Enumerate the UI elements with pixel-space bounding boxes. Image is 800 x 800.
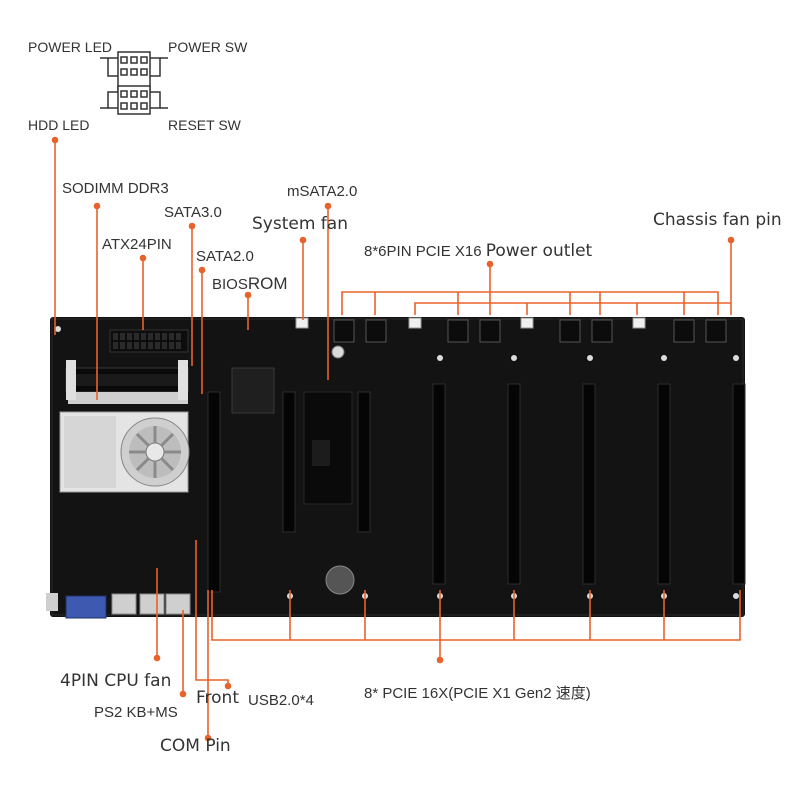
pcie-6pin-connectors	[333, 319, 727, 343]
label-com-pin: COM Pin	[160, 736, 231, 756]
leader-lines	[51, 136, 741, 742]
fan-headers	[295, 317, 646, 329]
label-hdd-led: HDD LED	[28, 117, 90, 133]
label-sata3: SATA3.0	[164, 204, 222, 221]
label-chassis-fan: Chassis fan pin	[653, 210, 782, 230]
pcie-x16-slots	[207, 383, 746, 593]
label-atx24: ATX24PIN	[102, 236, 172, 253]
atx24-connector	[109, 329, 189, 353]
sodimm-slot	[65, 360, 189, 404]
front-panel-header	[100, 51, 168, 115]
label-reset-sw: RESET SW	[168, 117, 241, 133]
label-pcie-power: 8*6PIN PCIE X16 Power outlet	[364, 241, 593, 261]
rear-io	[46, 593, 191, 619]
label-usb: USB2.0*4	[248, 692, 314, 709]
msata-slot	[303, 345, 353, 505]
label-sata2: SATA2.0	[196, 248, 254, 265]
label-pcie-slots: 8* PCIE 16X(PCIE X1 Gen2 速度)	[364, 685, 591, 702]
label-front: Front	[196, 688, 239, 708]
label-power-led: POWER LED	[28, 39, 113, 55]
label-sodimm: SODIMM DDR3	[62, 180, 169, 197]
label-power-sw: POWER SW	[168, 39, 248, 55]
label-biosrom: BIOSROM	[212, 274, 288, 293]
mounting-holes	[55, 326, 739, 599]
label-cpu-fan: 4PIN CPU fan	[60, 671, 172, 691]
label-system-fan: System fan	[252, 214, 348, 234]
cpu-heatsink	[59, 411, 190, 493]
label-ps2: PS2 KB+MS	[94, 704, 178, 721]
cmos-battery	[325, 565, 355, 595]
label-msata: mSATA2.0	[287, 183, 358, 200]
chipset-heatsink	[231, 367, 275, 414]
motherboard	[46, 317, 746, 619]
